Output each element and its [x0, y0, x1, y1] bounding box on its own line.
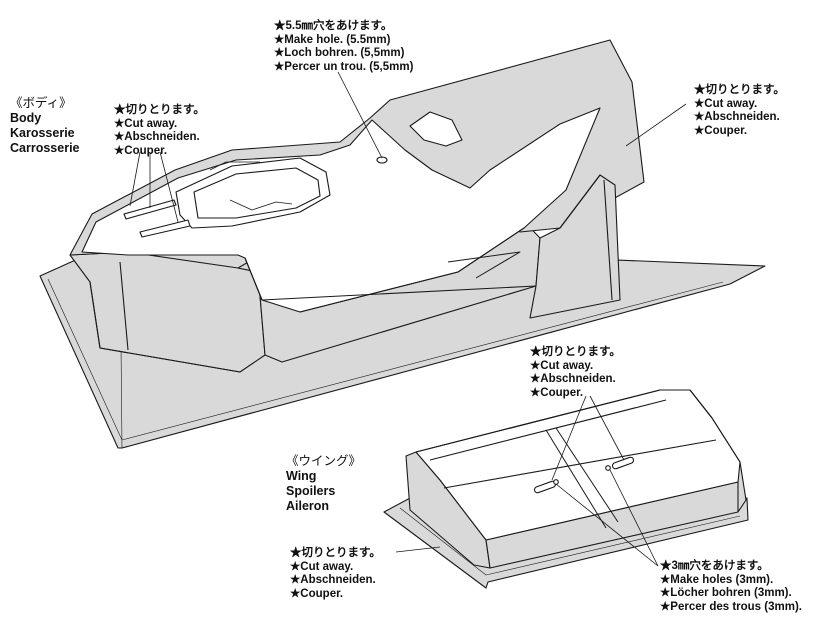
cut-body-right-label: ★切りとります。 ★Cut away. ★Abschneiden. ★Coupe…: [694, 84, 785, 138]
body-part: [39, 39, 766, 449]
wing-part-title: 《ウイング》 Wing Spoilers Aileron: [286, 454, 361, 514]
body-vent-lower: [139, 219, 191, 238]
body-rear-block: [529, 174, 621, 319]
hole-5.5mm-de: ★Loch bohren. (5,5mm): [274, 47, 405, 59]
cut-wing-bottom-jp: ★切りとります。: [290, 547, 381, 559]
wing-slot-right: [611, 456, 635, 470]
holes-3mm-de: ★Löcher bohren (3mm).: [660, 587, 792, 599]
wing-hole-right: [605, 465, 611, 471]
body-vent-upper: [123, 199, 177, 220]
wing-title-de: Spoilers: [286, 484, 336, 498]
cut-wing-bottom-label: ★切りとります。 ★Cut away. ★Abschneiden. ★Coupe…: [290, 547, 381, 601]
cut-wing-top-fr: ★Couper.: [530, 386, 584, 399]
cut-body-left-en: ★Cut away.: [114, 117, 178, 130]
body-title-de: Karosserie: [10, 126, 75, 140]
holes-3mm-jp: ★3㎜穴をあけます。: [660, 560, 769, 572]
cut-wing-bottom-en: ★Cut away.: [290, 560, 354, 573]
cut-wing-top-de: ★Abschneiden.: [530, 373, 616, 385]
cut-body-left-jp: ★切りとります。: [114, 104, 205, 116]
wing-hole-left: [553, 479, 559, 485]
wing-title-en: Wing: [286, 469, 317, 483]
hole-5.5mm-en: ★Make hole. (5.5mm): [274, 33, 391, 46]
cut-body-right-jp: ★切りとります。: [694, 84, 785, 96]
hole-5.5mm-jp: ★5.5㎜穴をあけます。: [274, 20, 393, 32]
cut-wing-top-label: ★切りとります。 ★Cut away. ★Abschneiden. ★Coupe…: [530, 346, 621, 400]
cut-body-left-fr: ★Couper.: [114, 144, 168, 157]
cut-wing-bottom-de: ★Abschneiden.: [290, 574, 376, 586]
cut-body-right-de: ★Abschneiden.: [694, 111, 780, 123]
hole-5.5mm-label: ★5.5㎜穴をあけます。 ★Make hole. (5.5mm) ★Loch b…: [274, 20, 413, 74]
body-title-jp: 《ボディ》: [10, 96, 72, 110]
cut-wing-top-jp: ★切りとります。: [530, 346, 621, 358]
cut-wing-bottom-fr: ★Couper.: [290, 587, 344, 600]
body-rear-window: [409, 111, 463, 147]
cut-wing-top-en: ★Cut away.: [530, 359, 594, 372]
holes-3mm-fr: ★Percer des trous (3mm).: [660, 600, 802, 613]
cut-body-left-de: ★Abschneiden.: [114, 131, 200, 143]
body-hole-5.5mm: [376, 156, 388, 164]
wing-title-fr: Aileron: [286, 499, 330, 513]
holes-3mm-en: ★Make holes (3mm).: [660, 573, 774, 586]
body-title-fr: Carrosserie: [10, 141, 80, 155]
wing-part: [383, 389, 749, 589]
body-title-en: Body: [10, 111, 42, 125]
cut-body-right-en: ★Cut away.: [694, 97, 758, 110]
hole-5.5mm-fr: ★Percer un trou. (5,5mm): [274, 60, 414, 73]
cut-body-left-label: ★切りとります。 ★Cut away. ★Abschneiden. ★Coupe…: [114, 104, 205, 158]
holes-3mm-label: ★3㎜穴をあけます。 ★Make holes (3mm). ★Löcher bo…: [660, 560, 802, 614]
wing-title-jp: 《ウイング》: [286, 454, 362, 468]
cut-body-right-fr: ★Couper.: [694, 124, 748, 137]
body-part-title: 《ボディ》 Body Karosserie Carrosserie: [10, 96, 80, 156]
